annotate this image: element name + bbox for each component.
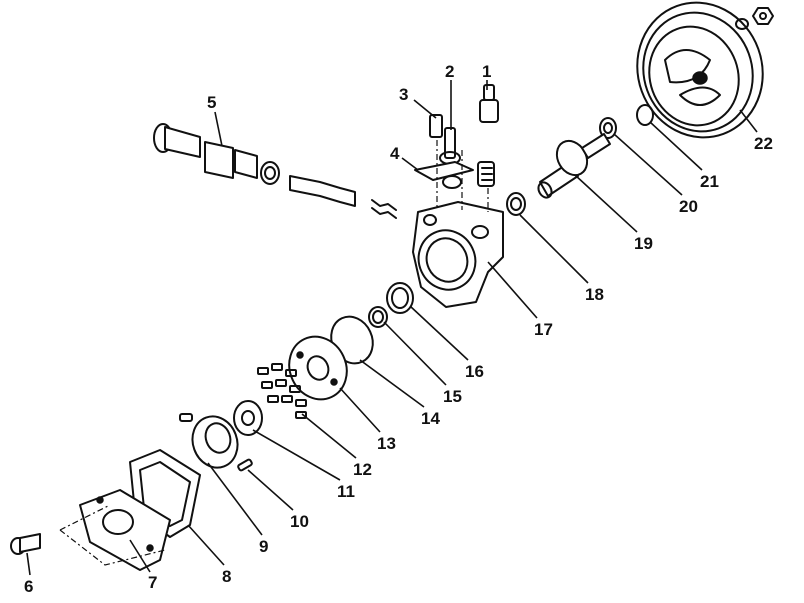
label-5: 5 bbox=[207, 93, 216, 112]
callout-labels: 1 2 3 4 5 6 7 8 9 10 11 12 13 14 15 16 1… bbox=[24, 62, 773, 596]
o-ring-small bbox=[368, 306, 388, 328]
label-15: 15 bbox=[443, 387, 462, 406]
label-12: 12 bbox=[353, 460, 372, 479]
pressure-fitting bbox=[477, 84, 499, 187]
label-16: 16 bbox=[465, 362, 484, 381]
label-1: 1 bbox=[482, 62, 491, 81]
label-17: 17 bbox=[534, 320, 553, 339]
label-22: 22 bbox=[754, 134, 773, 153]
pump-housing bbox=[412, 201, 504, 308]
flow-valve bbox=[414, 114, 474, 189]
relief-valve bbox=[289, 175, 397, 219]
o-ring-large bbox=[386, 282, 414, 314]
label-7: 7 bbox=[148, 573, 157, 592]
leader-lines bbox=[26, 80, 758, 576]
pressure-plate bbox=[288, 335, 348, 401]
label-21: 21 bbox=[700, 172, 719, 191]
label-19: 19 bbox=[634, 234, 653, 253]
end-cover bbox=[79, 489, 171, 571]
dowel-pin bbox=[237, 458, 253, 472]
label-14: 14 bbox=[421, 409, 440, 428]
label-18: 18 bbox=[585, 285, 604, 304]
rotor bbox=[233, 400, 263, 436]
label-9: 9 bbox=[259, 537, 268, 556]
vanes bbox=[257, 363, 307, 419]
washer bbox=[599, 117, 617, 139]
label-2: 2 bbox=[445, 62, 454, 81]
shaft-assembly bbox=[537, 133, 611, 199]
label-11: 11 bbox=[337, 482, 355, 501]
label-20: 20 bbox=[679, 197, 698, 216]
label-4: 4 bbox=[390, 144, 400, 163]
label-6: 6 bbox=[24, 577, 33, 596]
seal bbox=[506, 192, 526, 216]
label-13: 13 bbox=[377, 434, 396, 453]
cam-ring bbox=[179, 413, 239, 469]
label-8: 8 bbox=[222, 567, 231, 586]
cover-bolt bbox=[10, 533, 41, 555]
snap-ring bbox=[636, 104, 654, 126]
union-fitting bbox=[153, 123, 280, 185]
pulley bbox=[636, 1, 774, 139]
label-10: 10 bbox=[290, 512, 309, 531]
label-3: 3 bbox=[399, 85, 408, 104]
